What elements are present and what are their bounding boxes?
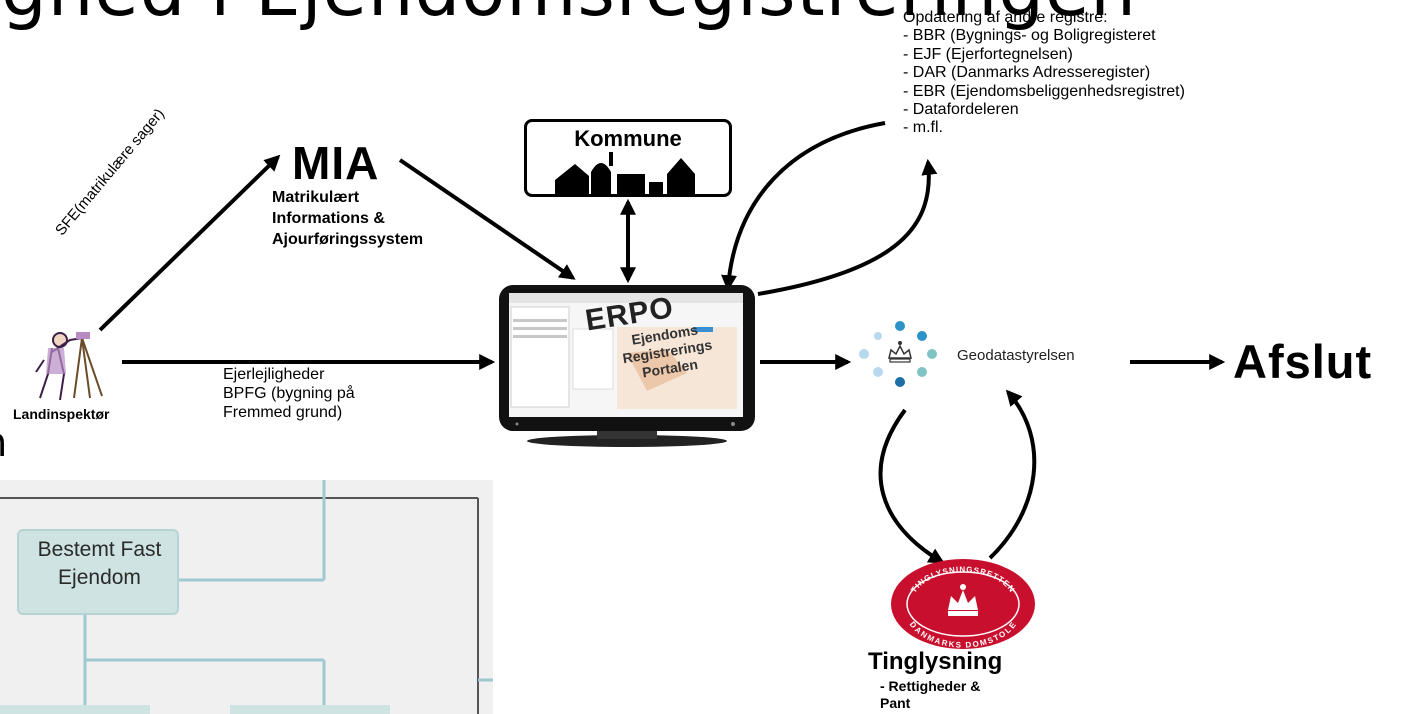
- mia-description: Matrikulært Informations & Ajourføringss…: [272, 187, 423, 250]
- register-item: - BBR (Bygnings- og Boligregisteret: [903, 27, 1156, 45]
- surveyor-icon: [35, 332, 103, 401]
- tinglysning-description-line: Pant: [880, 695, 911, 711]
- mia-description-line: Matrikulært: [272, 189, 360, 206]
- afslut-label: Afslut: [1233, 335, 1373, 388]
- arrow-registers-to-erpo: [721, 121, 886, 292]
- slide-leftover-text: n: [0, 420, 7, 466]
- erpo-monitor-icon: [499, 285, 755, 447]
- ejerlejligheder-line: BPFG (bygning på: [223, 385, 355, 402]
- org-chart-box-line: Bestemt Fast: [37, 538, 162, 561]
- landinspektor-label: Landinspektør: [13, 406, 110, 422]
- kommune-box: Kommune: [524, 119, 732, 197]
- register-item: - Datafordeleren: [903, 101, 1019, 119]
- arrow-geodatastyrelsen-to-tinglysning: [878, 408, 945, 564]
- org-chart-fragment: [0, 480, 493, 714]
- geodatastyrelsen-logo-icon: [859, 321, 937, 387]
- arrow-mia-to-erpo: [398, 158, 576, 280]
- geodatastyrelsen-label: Geodatastyrelsen: [957, 347, 1075, 364]
- register-item: - EBR (Ejendomsbeliggenhedsregistret): [903, 82, 1185, 100]
- tinglysning-description: - Rettigheder & Pant: [880, 678, 980, 712]
- arrow-erpo-to-registers: [757, 158, 938, 296]
- arrow-tinglysning-to-geodatastyrelsen: [988, 389, 1037, 560]
- register-item: - DAR (Danmarks Adresseregister): [903, 64, 1151, 82]
- registers-heading: Opdatering af andre registre:: [903, 9, 1108, 26]
- ejerlejligheder-line: Ejerlejligheder: [223, 366, 325, 383]
- mia-title: MIA: [292, 137, 380, 189]
- tinglysning-label: Tinglysning: [868, 648, 1003, 675]
- tinglysning-description-line: - Rettigheder &: [880, 678, 981, 694]
- register-item: - m.fl.: [903, 119, 943, 137]
- registers-list: Opdatering af andre registre: - BBR (Byg…: [903, 9, 1185, 138]
- mia-description-line: Ajourføringssystem: [272, 231, 424, 248]
- arrow-landinspektor-to-mia: [98, 154, 281, 332]
- slide-title: ighed i Ejendomsregistreringen: [0, 0, 1137, 32]
- mia-description-line: Informations &: [272, 210, 385, 227]
- org-chart-box-line: Ejendom: [58, 566, 141, 589]
- kommune-label: Kommune: [574, 126, 682, 151]
- org-chart-box-label: Bestemt Fast Ejendom: [22, 536, 177, 592]
- ejerlejligheder-line: Fremmed grund): [223, 404, 343, 421]
- tinglysningsretten-seal-icon: TINGLYSNINGSRETTEN DANMARKS DOMSTOLE: [891, 559, 1035, 650]
- register-item: - EJF (Ejerfortegnelsen): [903, 45, 1073, 63]
- ejerlejligheder-edge-label: Ejerlejligheder BPFG (bygning på Fremmed…: [223, 365, 355, 422]
- town-skyline-icon: [555, 152, 695, 194]
